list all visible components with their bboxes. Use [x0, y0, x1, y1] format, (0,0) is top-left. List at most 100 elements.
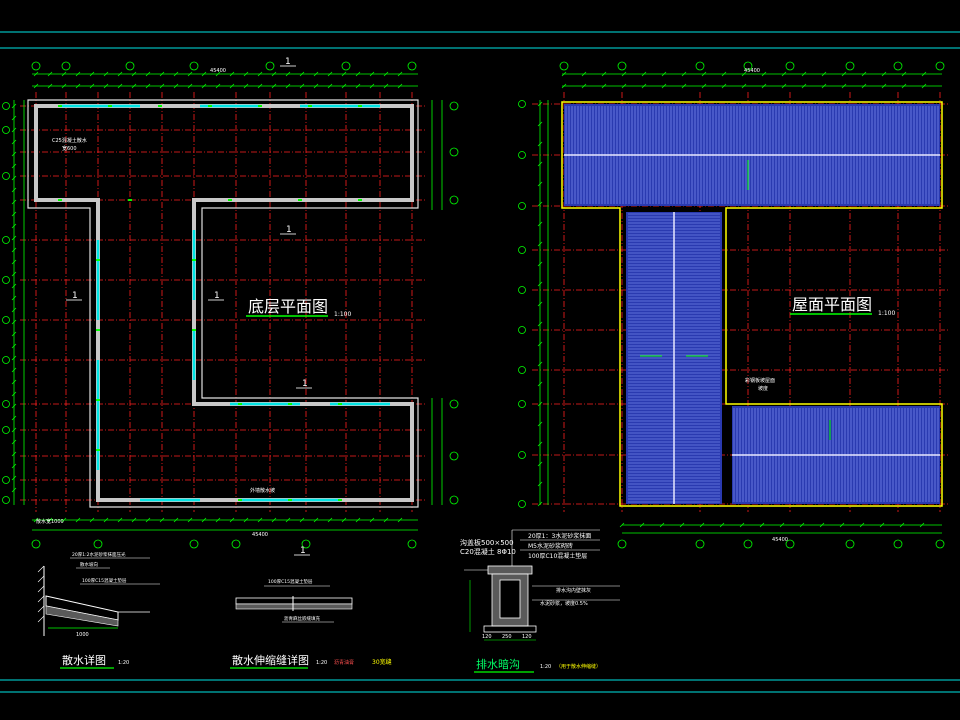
axis-bubble [407, 539, 417, 549]
axis-bubble [518, 202, 526, 210]
section-mark: 1 [302, 379, 308, 389]
sheet-frame [0, 31, 960, 693]
dimension-tick [11, 427, 17, 433]
dimension-tick [369, 83, 375, 89]
dimension-tick [921, 71, 927, 77]
dimension-tick [243, 71, 249, 77]
axis-bubble [2, 496, 10, 504]
column-mark [96, 259, 100, 261]
dimension-tick [11, 283, 17, 289]
dimension-tick [739, 522, 745, 528]
dimension-tick [11, 331, 17, 337]
dimension-tick [561, 71, 567, 77]
dimension-tick [47, 517, 53, 523]
dimension-tick [861, 71, 867, 77]
dimension-ticks-right [537, 71, 927, 528]
axis-bubble [785, 61, 795, 71]
roof-ridges [564, 154, 940, 504]
dimension-tick [537, 221, 543, 227]
axis-bubble [31, 539, 41, 549]
dimension-tick [11, 271, 17, 277]
dimension-tick [821, 83, 827, 89]
axis-bubble [695, 539, 705, 549]
axis-bubble [617, 61, 627, 71]
wall-windows [60, 104, 390, 502]
dimension-tick [159, 71, 165, 77]
dimension-tick [11, 391, 17, 397]
axis-bubble [407, 61, 417, 71]
detail-note: 水泥砂浆，坡度0.5% [540, 600, 588, 607]
dimension-tick [201, 83, 207, 89]
axis-bubble [231, 539, 241, 549]
dimension-tick [145, 517, 151, 523]
detail-note: M5水泥砂浆砌砖 [528, 542, 573, 550]
axis-bubble [189, 61, 199, 71]
axis-bubble [2, 126, 10, 134]
dimension-tick [61, 517, 67, 523]
dimension-tick [75, 71, 81, 77]
dimension-tick [285, 83, 291, 89]
dimension-tick [839, 522, 845, 528]
dimension-tick [11, 175, 17, 181]
dimension-tick [201, 71, 207, 77]
axis-bubble [341, 61, 351, 71]
dimension-tick [117, 71, 123, 77]
dimension-tick [841, 71, 847, 77]
axis-bubbles-right [518, 61, 945, 549]
dimension-tick [779, 522, 785, 528]
dimension-tick [741, 83, 747, 89]
section-mark: 1 [214, 291, 220, 301]
dimension-tick [145, 83, 151, 89]
dimension-tick [187, 83, 193, 89]
dimension-tick [33, 517, 39, 523]
dimension-tick [11, 163, 17, 169]
dimension-tick [341, 71, 347, 77]
dimension-total: 45400 [744, 68, 760, 74]
dimension-tick [719, 522, 725, 528]
dimension-tick [75, 517, 81, 523]
dimension-tick [229, 71, 235, 77]
axis-bubble [449, 451, 459, 461]
dimension-tick [243, 517, 249, 523]
axis-bubble [518, 451, 526, 459]
dimension-tick [801, 83, 807, 89]
dimension-total: 45400 [772, 537, 788, 543]
dimension-tick [187, 517, 193, 523]
axis-bubble [617, 539, 627, 549]
dimension-tick [537, 341, 543, 347]
dimension-tick [11, 463, 17, 469]
column-mark [308, 105, 312, 107]
detail-note: 100厚C10混凝土垫层 [528, 552, 587, 560]
dimension-tick [537, 241, 543, 247]
detail-scale: 1:20 [118, 660, 129, 666]
dimension-tick [859, 522, 865, 528]
axis-bubble [265, 61, 275, 71]
axis-bubble [845, 61, 855, 71]
axis-bubble [449, 147, 459, 157]
detail-extra: 沥青油膏 [334, 659, 354, 666]
axis-bubble [518, 100, 526, 108]
ground-floor-plan: 1 1 1 1 1 1 C25混凝土散水 宽600 散水宽1000 外墙散水坡 … [2, 57, 459, 556]
dimension-tick [61, 71, 67, 77]
dimension-tick [11, 247, 17, 253]
detail-title: 散水详图 [62, 653, 106, 667]
dimension-tick [11, 103, 17, 109]
axis-bubble [61, 61, 71, 71]
dimension-tick [721, 71, 727, 77]
dimension-tick [313, 83, 319, 89]
axis-bubble [518, 366, 526, 374]
dimension-lines-right [539, 73, 942, 534]
dimension-tick [11, 451, 17, 457]
section-mark-lines [66, 65, 312, 556]
dimension-tick [901, 83, 907, 89]
dimension-tick [621, 83, 627, 89]
axis-bubbles-left [2, 61, 459, 549]
dimension-tick [285, 517, 291, 523]
dimension-tick [215, 517, 221, 523]
dimension-tick [661, 71, 667, 77]
axis-bubble [845, 539, 855, 549]
dimension-tick [537, 121, 543, 127]
dimension-tick [701, 71, 707, 77]
dimension-tick [313, 71, 319, 77]
dimension-tick [131, 83, 137, 89]
